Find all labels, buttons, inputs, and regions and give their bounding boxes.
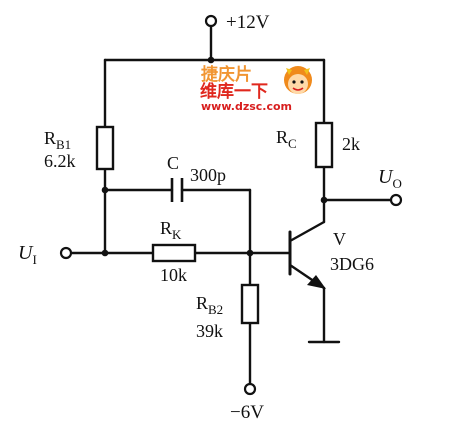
labels: +12V RB1 6.2k RC 2k C 300p RK 10k RB2 39…	[18, 12, 402, 423]
terminal-positive-supply	[204, 14, 218, 28]
resistor-rc	[314, 121, 334, 169]
transistor-collector	[288, 220, 326, 243]
label-rk-name: RK	[160, 218, 182, 242]
resistors	[95, 121, 334, 325]
watermark-line2: 维库一下	[200, 81, 268, 102]
label-rc-name: RC	[276, 127, 297, 151]
junction-dot	[207, 56, 215, 64]
resistor-rk	[151, 243, 197, 263]
junction-dot	[246, 249, 254, 257]
label-transistor-model: 3DG6	[330, 254, 374, 274]
junction-dot	[101, 186, 109, 194]
watermark: 捷庆片 维库一下 www.dzsc.com	[200, 64, 312, 113]
wires	[70, 25, 392, 386]
resistor-rb1	[95, 125, 115, 171]
junctions	[101, 56, 328, 257]
terminal-negative-supply	[243, 382, 257, 396]
label-input: UI	[18, 242, 37, 267]
terminal-output	[389, 193, 403, 207]
capacitor-c	[170, 178, 184, 202]
label-rc-value: 2k	[342, 134, 360, 154]
label-rb1-value: 6.2k	[44, 151, 76, 171]
terminal-input	[59, 246, 73, 260]
label-rb2-value: 39k	[196, 321, 223, 341]
terminals	[59, 14, 403, 396]
label-negative-supply: −6V	[230, 402, 264, 423]
label-transistor-name: V	[333, 229, 346, 249]
label-rb2-name: RB2	[196, 293, 223, 317]
label-positive-supply: +12V	[226, 12, 270, 33]
label-rb1-name: RB1	[44, 128, 71, 152]
junction-dot	[320, 196, 328, 204]
watermark-line1: 捷庆片	[201, 64, 252, 85]
label-rk-value: 10k	[160, 265, 187, 285]
label-c-value: 300p	[190, 165, 226, 185]
transistor-v	[288, 220, 326, 290]
junction-dot	[101, 249, 109, 257]
label-c-name: C	[167, 153, 179, 173]
watermark-url: www.dzsc.com	[201, 100, 292, 113]
cartoon-mascot-icon	[284, 66, 312, 94]
resistor-rb2	[240, 283, 260, 325]
label-output: UO	[378, 166, 402, 191]
emitter-arrow-icon	[307, 275, 326, 289]
